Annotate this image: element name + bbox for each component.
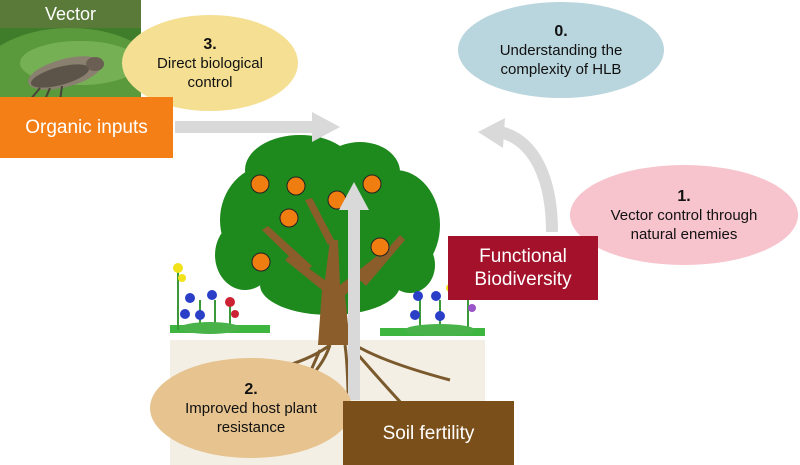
organic-inputs-label: Organic inputs bbox=[25, 117, 148, 138]
arrow-organic-head bbox=[312, 112, 340, 142]
functional-biodiversity-line-1: Functional bbox=[479, 246, 567, 267]
arrow-organic-to-vector bbox=[175, 121, 315, 133]
soil-fertility-label: Soil fertility bbox=[382, 422, 475, 444]
objective-3-line-2: control bbox=[187, 73, 233, 91]
objective-2-line-2: resistance bbox=[216, 418, 286, 436]
objective-1-ellipse: 1. Vector control through natural enemie… bbox=[570, 165, 798, 265]
organic-inputs-box: Organic inputs bbox=[0, 97, 173, 158]
functional-biodiversity-line-2: Biodiversity bbox=[474, 269, 572, 290]
objective-1-line-2: natural enemies bbox=[630, 225, 738, 243]
objective-3-ellipse: 3. Direct biological control bbox=[122, 15, 298, 111]
arrow-biodiversity-to-vector bbox=[478, 118, 558, 233]
vector-panel: Vector bbox=[0, 0, 141, 115]
vector-title: Vector bbox=[44, 3, 97, 24]
flow-arrows bbox=[175, 112, 369, 400]
objective-1-line-1: Vector control through bbox=[610, 206, 758, 224]
objective-0-number: 0. bbox=[554, 22, 568, 40]
objective-2-line-1: Improved host plant bbox=[185, 399, 317, 417]
objective-2-ellipse: 2. Improved host plant resistance bbox=[150, 358, 352, 458]
functional-biodiversity-box: Functional Biodiversity bbox=[448, 236, 598, 300]
objective-3-line-1: Direct biological bbox=[157, 54, 263, 72]
soil-fertility-box: Soil fertility bbox=[343, 401, 514, 465]
objective-1-number: 1. bbox=[677, 187, 691, 205]
objective-0-line-1: Understanding the bbox=[499, 41, 623, 59]
flowers-left bbox=[170, 263, 270, 334]
arrow-soil-to-vector bbox=[348, 208, 360, 400]
arrow-soil-head bbox=[339, 182, 369, 210]
objective-0-ellipse: 0. Understanding the complexity of HLB bbox=[458, 2, 664, 98]
orange-fruits bbox=[250, 174, 390, 272]
objective-2-number: 2. bbox=[244, 380, 258, 398]
objective-3-number: 3. bbox=[203, 35, 217, 53]
objective-0-line-2: complexity of HLB bbox=[500, 60, 622, 78]
tree-trunk bbox=[262, 198, 405, 345]
